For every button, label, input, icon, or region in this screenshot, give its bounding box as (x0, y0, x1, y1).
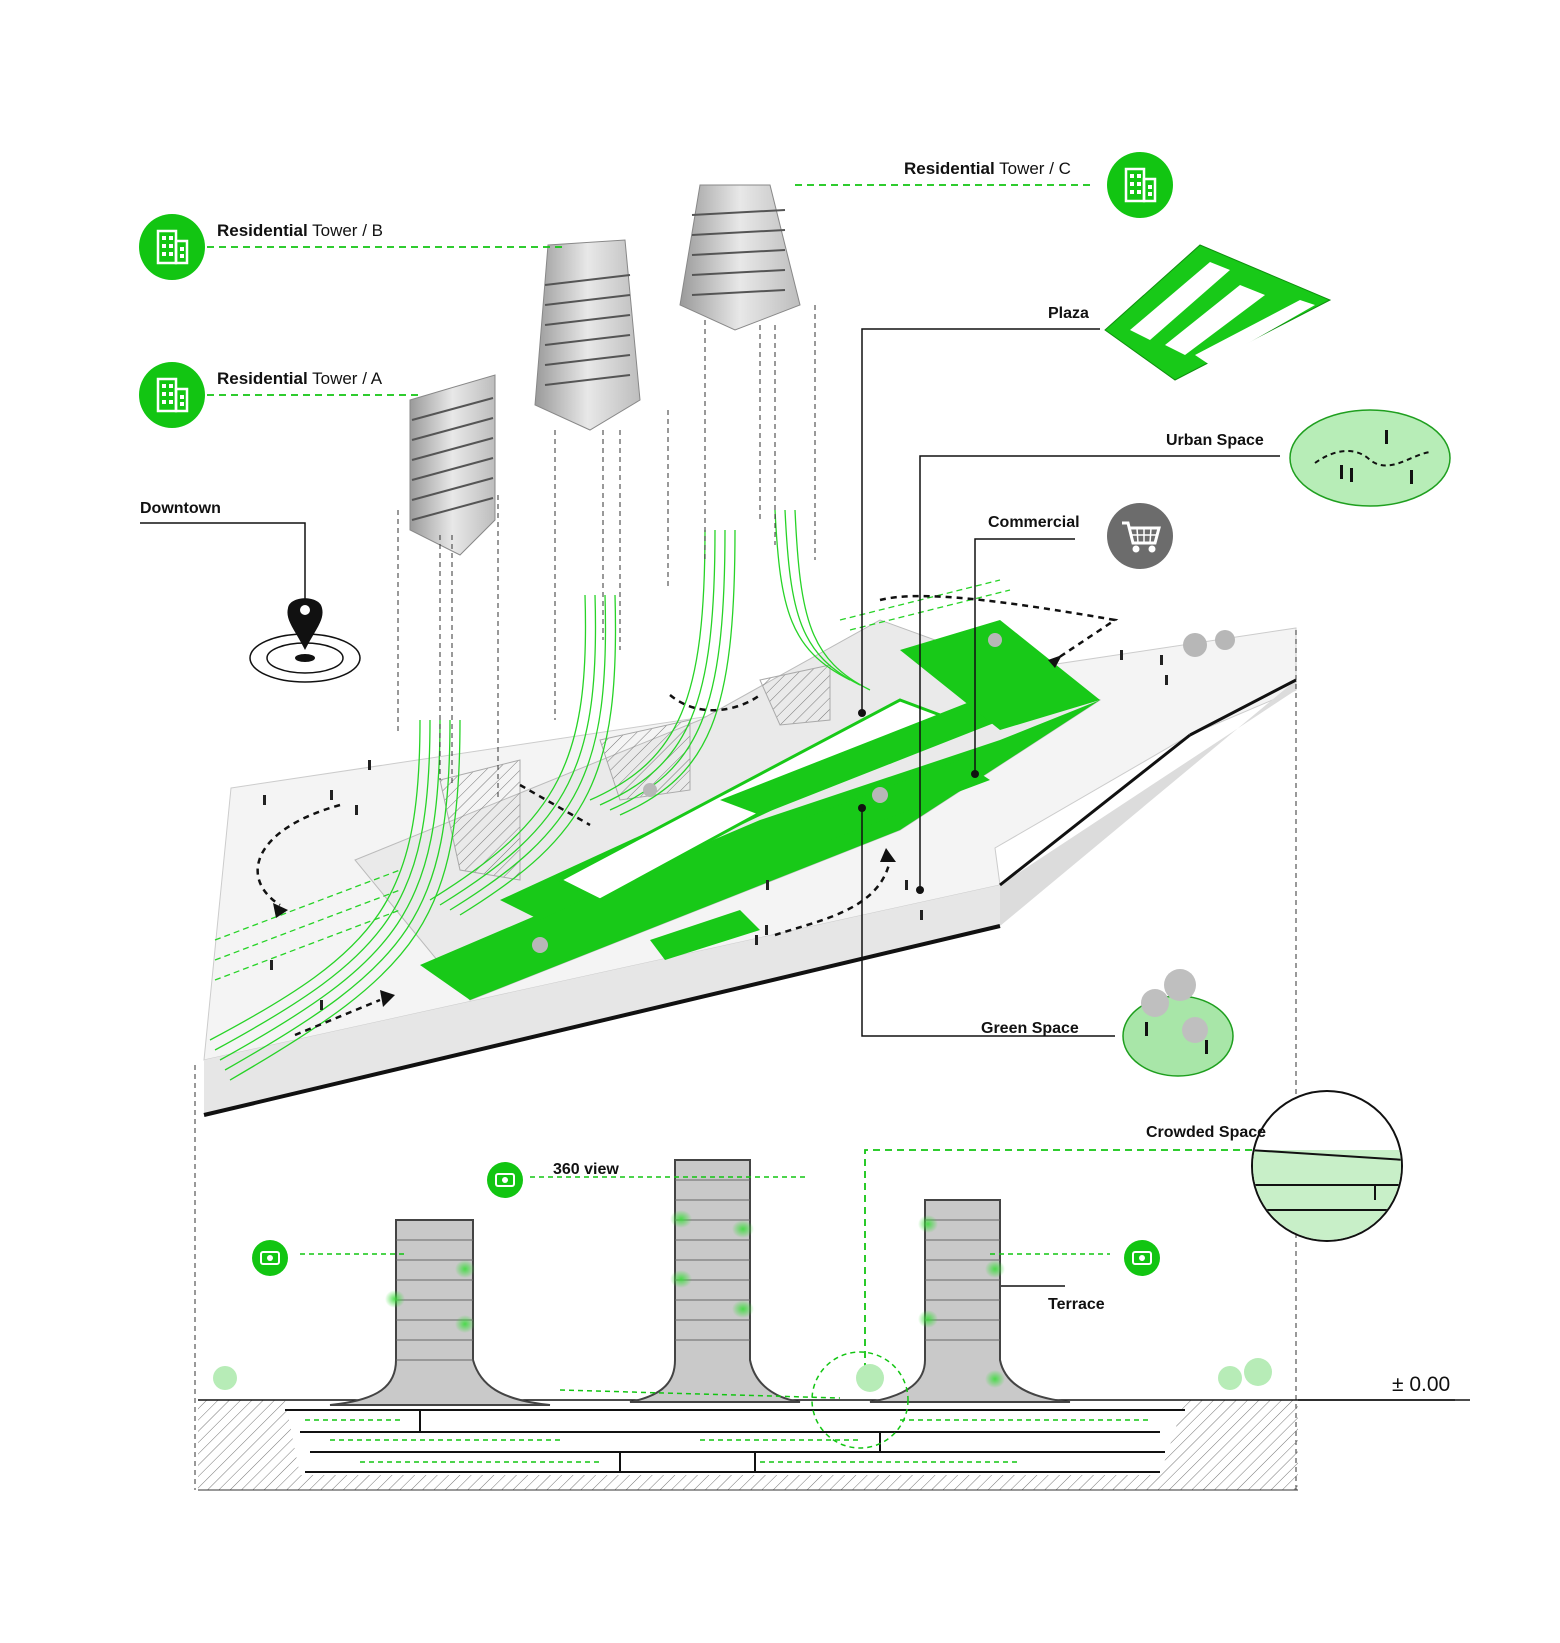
urban-space-ellipse (1289, 409, 1451, 507)
tower-c-label: Residential Tower / C (904, 160, 1071, 177)
elevation-label: ± 0.00 (1392, 1373, 1451, 1396)
tower-a-badge (139, 362, 205, 428)
commercial-badge (1107, 503, 1173, 569)
green-leader-lines (207, 184, 1300, 1380)
shopping-cart-icon (1122, 521, 1161, 553)
section-ground (198, 1399, 1455, 1491)
leader-lines (140, 328, 1280, 1287)
trees (532, 630, 1235, 953)
people-figures (263, 650, 1168, 1010)
tower-c-axo (679, 184, 801, 331)
tower-b-badge (139, 214, 205, 280)
tower-c-badge (1107, 152, 1173, 218)
movement-arrows (256, 594, 1119, 1037)
building-icon (1124, 167, 1157, 203)
commercial-label: Commercial (988, 514, 1080, 531)
arrow-heads (273, 655, 1062, 1007)
tower-a-label: Residential Tower / A (217, 370, 382, 387)
projection-lines (194, 305, 1297, 1490)
tower-c-label-bold: Residential (904, 159, 995, 178)
tower-b-label: Residential Tower / B (217, 222, 383, 239)
building-icon (156, 229, 189, 265)
downtown-label: Downtown (140, 500, 221, 517)
panorama-view-icon (487, 1162, 523, 1198)
urban-space-label: Urban Space (1166, 432, 1264, 449)
green-space-label: Green Space (981, 1020, 1079, 1037)
section-tower-b (629, 1159, 801, 1403)
crowded-space-label: Crowded Space (1146, 1124, 1267, 1141)
panorama-view-icon (252, 1240, 288, 1276)
tower-b-label-bold: Residential (217, 221, 308, 240)
section-trees (213, 1358, 1272, 1392)
tower-b-axo (534, 239, 641, 431)
plaza-inset (1104, 244, 1332, 381)
section-tower-a (329, 1219, 551, 1406)
tower-a-axo (409, 374, 496, 556)
location-pin-icon (249, 598, 361, 683)
section-flow-arrows (300, 1176, 1150, 1463)
building-icon (156, 377, 189, 413)
crowded-space-inset (1251, 1090, 1403, 1242)
green-space-ellipse (1122, 969, 1234, 1077)
tower-b-label-rest: Tower / B (307, 221, 383, 240)
green-ribbons (209, 509, 1011, 1081)
terrace-label: Terrace (1048, 1296, 1105, 1313)
sunken-platform (354, 619, 1102, 1001)
view-360-label: 360 view (553, 1161, 619, 1178)
panorama-view-icon (1124, 1240, 1160, 1276)
tower-c-label-rest: Tower / C (994, 159, 1071, 178)
section-tower-c (869, 1199, 1071, 1403)
tower-a-label-bold: Residential (217, 369, 308, 388)
plaza-label: Plaza (1048, 305, 1089, 322)
tower-a-label-rest: Tower / A (307, 369, 383, 388)
